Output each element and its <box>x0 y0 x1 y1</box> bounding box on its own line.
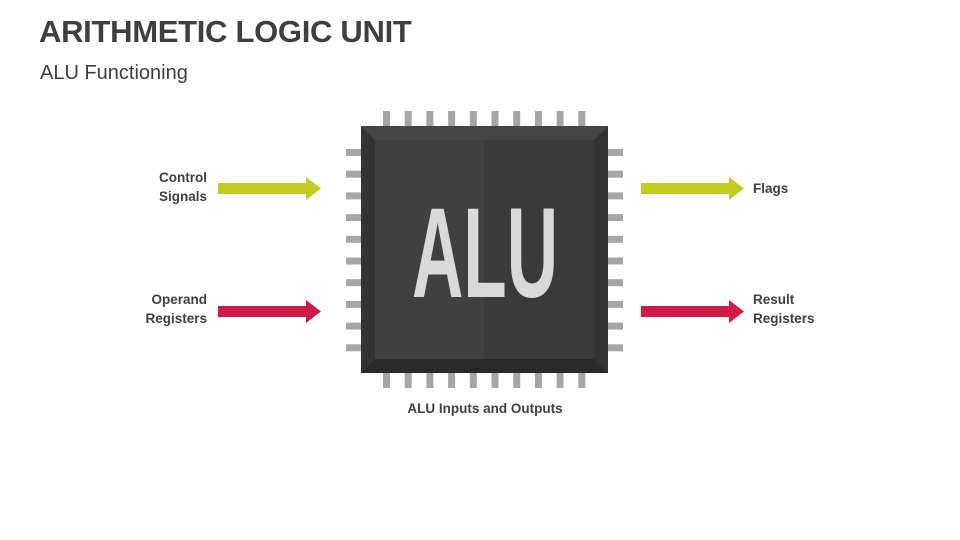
chip-pin <box>346 279 368 287</box>
chip-pin <box>469 366 477 388</box>
chip-pin <box>404 366 412 388</box>
chip-pin <box>578 366 586 388</box>
page-title: ARITHMETIC LOGIC UNIT <box>39 14 412 49</box>
chip-pin <box>346 257 368 265</box>
chip-pin <box>601 235 623 243</box>
chip-pin <box>491 366 499 388</box>
chip-pin <box>346 235 368 243</box>
chip-face-left <box>375 140 484 359</box>
chip-pin <box>383 111 390 133</box>
label-line: Operand <box>151 292 207 307</box>
label-line: Registers <box>753 311 815 326</box>
chip-pin <box>534 111 542 133</box>
chip-pin <box>346 170 368 178</box>
arrow-control-signals <box>218 177 321 200</box>
chip-pin <box>601 300 623 308</box>
chip-pin <box>383 366 390 388</box>
chip-pin <box>346 214 368 222</box>
chip-pin <box>601 257 623 265</box>
chip-pin <box>601 170 623 178</box>
label-line: Result <box>753 292 795 307</box>
chip-pin <box>601 214 623 222</box>
output-label-flags: Flags <box>753 179 788 198</box>
chip-pin <box>448 111 456 133</box>
chip-pin <box>556 366 564 388</box>
chip-pin <box>346 192 368 200</box>
diagram-caption: ALU Inputs and Outputs <box>407 401 563 416</box>
chip-pin <box>556 111 564 133</box>
output-label-result-registers: Result Registers <box>753 290 815 328</box>
chip-face-right <box>484 140 594 359</box>
chip-pin <box>469 111 477 133</box>
chip-pin <box>513 366 521 388</box>
chip-pin <box>491 111 499 133</box>
page-subtitle: ALU Functioning <box>40 62 188 84</box>
chip-pin <box>601 322 623 330</box>
chip-pin <box>448 366 456 388</box>
chip-pins <box>346 111 623 388</box>
chip-pin <box>426 366 434 388</box>
arrow-operand-registers <box>218 300 321 323</box>
label-line: Registers <box>145 311 207 326</box>
chip-pin <box>346 149 368 156</box>
chip-pin <box>346 322 368 330</box>
chip-pin <box>346 300 368 308</box>
chip-pin <box>426 111 434 133</box>
chip-pin <box>601 192 623 200</box>
chip-label: ALU <box>412 182 558 325</box>
label-line: Flags <box>753 181 789 196</box>
chip-pin <box>578 111 586 133</box>
arrow-result-registers <box>641 300 744 323</box>
chip-pin <box>601 279 623 287</box>
label-line: Control <box>159 170 207 185</box>
input-label-operand-registers: Operand Registers <box>87 290 207 328</box>
chip-bevel-top <box>361 126 608 140</box>
chip-pin <box>601 149 623 156</box>
chip-bevel-bottom <box>361 359 608 373</box>
arrow-flags <box>641 177 744 200</box>
chip-pin <box>534 366 542 388</box>
chip-pin <box>513 111 521 133</box>
chip-pin <box>346 344 368 352</box>
label-line: Signals <box>158 189 207 204</box>
chip-pin <box>601 344 623 352</box>
chip-pin <box>404 111 412 133</box>
input-label-control-signals: Control Signals <box>87 168 207 206</box>
